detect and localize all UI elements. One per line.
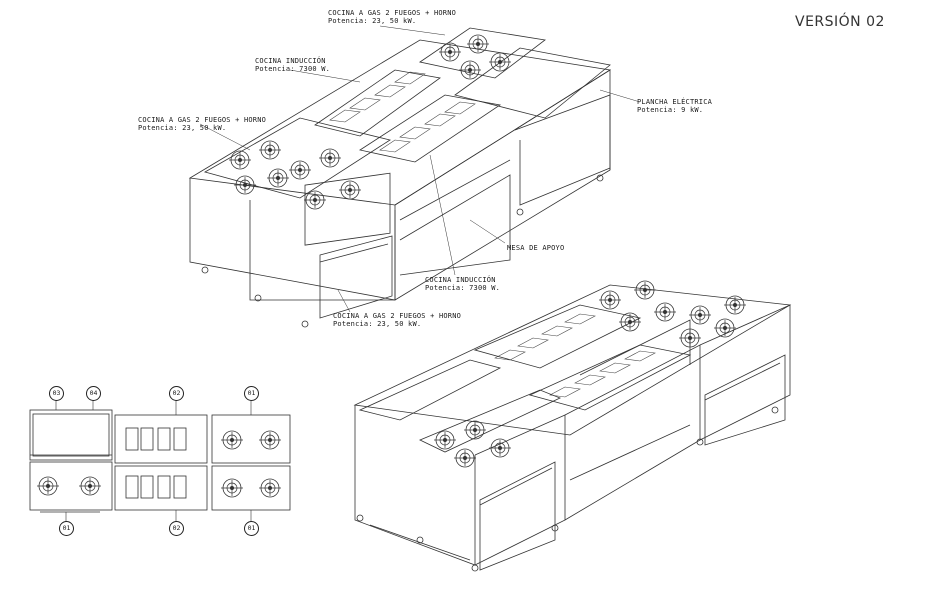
label-gas-left-line1: COCINA A GAS 2 FUEGOS + HORNO — [138, 116, 267, 124]
label-mesa: MESA DE APOYO — [507, 244, 564, 252]
island-bottom — [353, 284, 792, 572]
plan-view — [29, 409, 291, 513]
callout-lines — [199, 25, 641, 313]
plan-tag-04: 04 — [86, 386, 101, 401]
plan-burners — [36, 430, 282, 498]
plan-tag-02-top: 02 — [169, 386, 184, 401]
label-mesa-line1: MESA DE APOYO — [507, 244, 565, 252]
plan-tag-03: 03 — [49, 386, 64, 401]
plan-tag-01-top: 01 — [244, 386, 259, 401]
plan-tag-01-bottom: 01 — [59, 521, 74, 536]
label-gas-left: COCINA A GAS 2 FUEGOS + HORNO Potencia: … — [138, 116, 266, 132]
version-title: VERSIÓN 02 — [795, 14, 885, 30]
island-top — [188, 27, 612, 328]
island-bottom-induction-zones — [494, 313, 656, 398]
label-gas-bottom-line1: COCINA A GAS 2 FUEGOS + HORNO — [333, 312, 462, 320]
label-induction-top: COCINA INDUCCIÓN Potencia: 7300 W. — [255, 57, 330, 73]
plan-tag-01-bottom-right: 01 — [244, 521, 259, 536]
label-gas-top-line2: Potencia: 23, 50 kW. — [328, 17, 417, 25]
plan-leader-lines — [55, 400, 252, 522]
label-gas-top: COCINA A GAS 2 FUEGOS + HORNO Potencia: … — [328, 9, 456, 25]
label-plancha: PLANCHA ELÉCTRICA Potencia: 9 kW. — [637, 98, 712, 114]
label-gas-left-line2: Potencia: 23, 50 kW. — [138, 124, 227, 132]
label-induction-mid-line2: Potencia: 7300 W. — [425, 284, 501, 292]
label-gas-bottom: COCINA A GAS 2 FUEGOS + HORNO Potencia: … — [333, 312, 461, 328]
label-gas-top-line1: COCINA A GAS 2 FUEGOS + HORNO — [328, 9, 457, 17]
label-plancha-line2: Potencia: 9 kW. — [637, 106, 704, 114]
label-induction-mid: COCINA INDUCCIÓN Potencia: 7300 W. — [425, 276, 500, 292]
label-induction-mid-line1: COCINA INDUCCIÓN — [425, 276, 496, 284]
label-gas-bottom-line2: Potencia: 23, 50 kW. — [333, 320, 422, 328]
label-induction-top-line2: Potencia: 7300 W. — [255, 65, 331, 73]
label-induction-top-line1: COCINA INDUCCIÓN — [255, 57, 326, 65]
label-plancha-line1: PLANCHA ELÉCTRICA — [637, 98, 713, 106]
plan-tag-02-bottom: 02 — [169, 521, 184, 536]
island-top-induction-zones — [329, 71, 476, 153]
